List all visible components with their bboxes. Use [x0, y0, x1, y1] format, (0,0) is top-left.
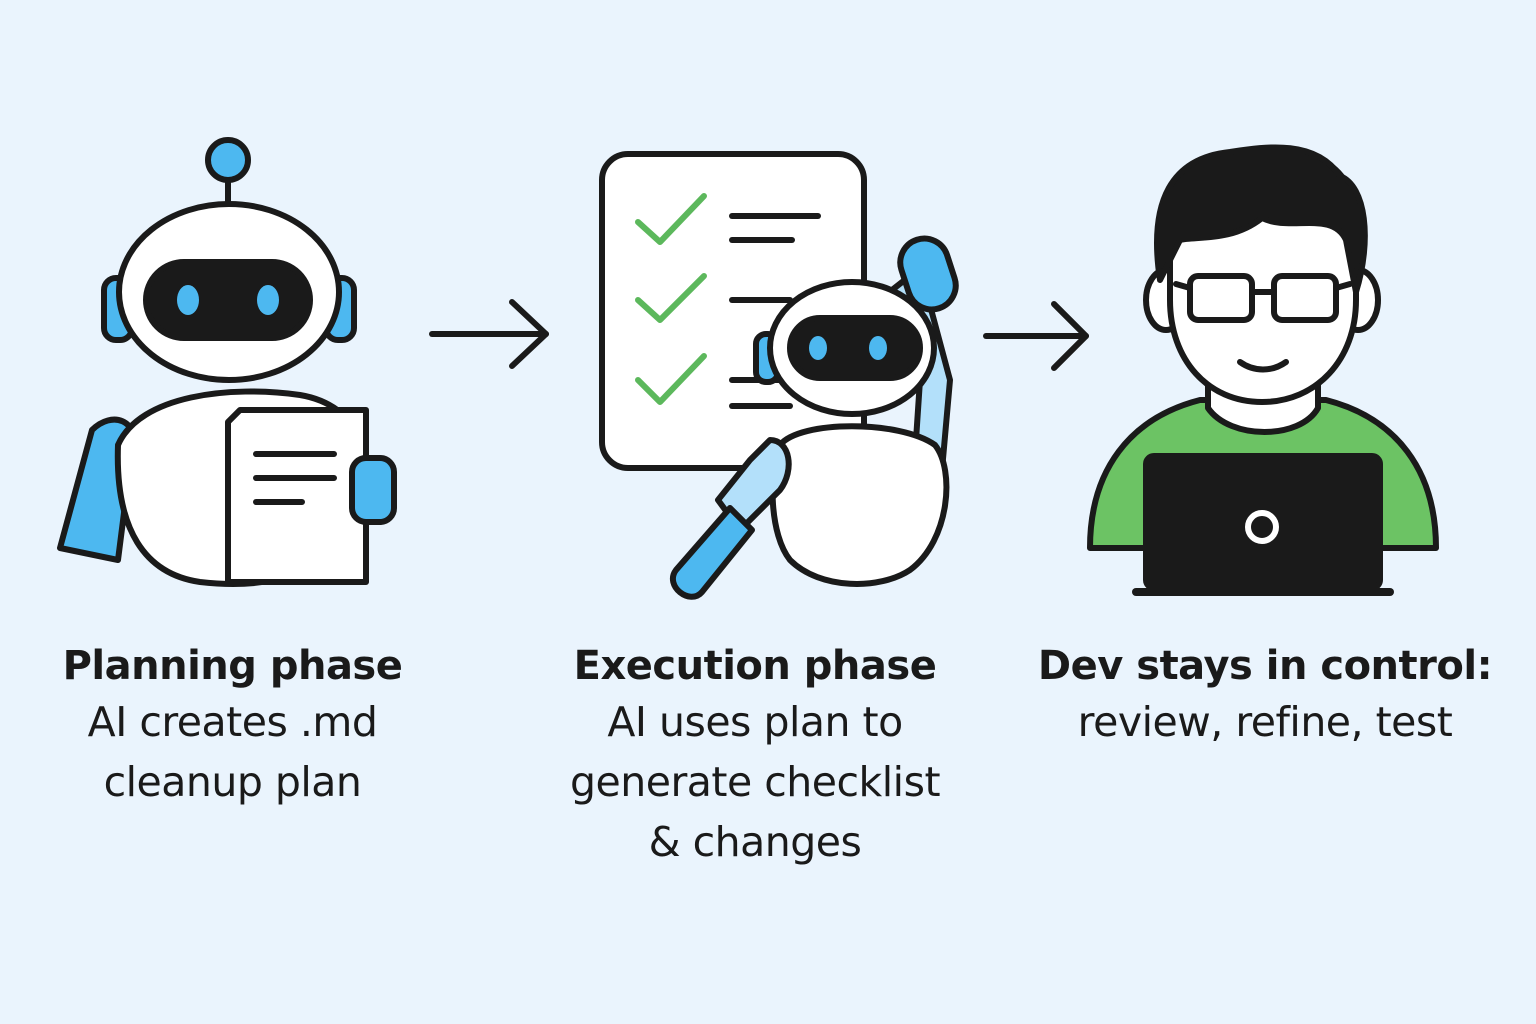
step-title: Execution phase: [573, 643, 937, 689]
step-planning-caption: Planning phase AI creates .md cleanup pl…: [40, 640, 425, 812]
step-execution-caption: Execution phase AI uses plan to generate…: [545, 640, 965, 872]
arrow-right-icon: [983, 301, 1089, 371]
step-description-line: AI creates .md: [87, 698, 378, 746]
step-title: Dev stays in control:: [1037, 643, 1493, 689]
step-dev-caption: Dev stays in control: review, refine, te…: [1020, 640, 1510, 752]
developer-with-laptop-icon: [1087, 144, 1439, 596]
step-description-line: AI uses plan to: [607, 698, 903, 746]
step-description-line: review, refine, test: [1077, 698, 1453, 746]
step-title: Planning phase: [62, 643, 403, 689]
step-description-line: cleanup plan: [103, 758, 362, 806]
arrow-right-icon: [429, 299, 549, 369]
step-description-line: generate checklist: [569, 758, 941, 806]
step-description-line: & changes: [648, 818, 862, 866]
robot-reading-document-icon: [57, 137, 397, 587]
robot-with-checklist-icon: [599, 151, 959, 600]
